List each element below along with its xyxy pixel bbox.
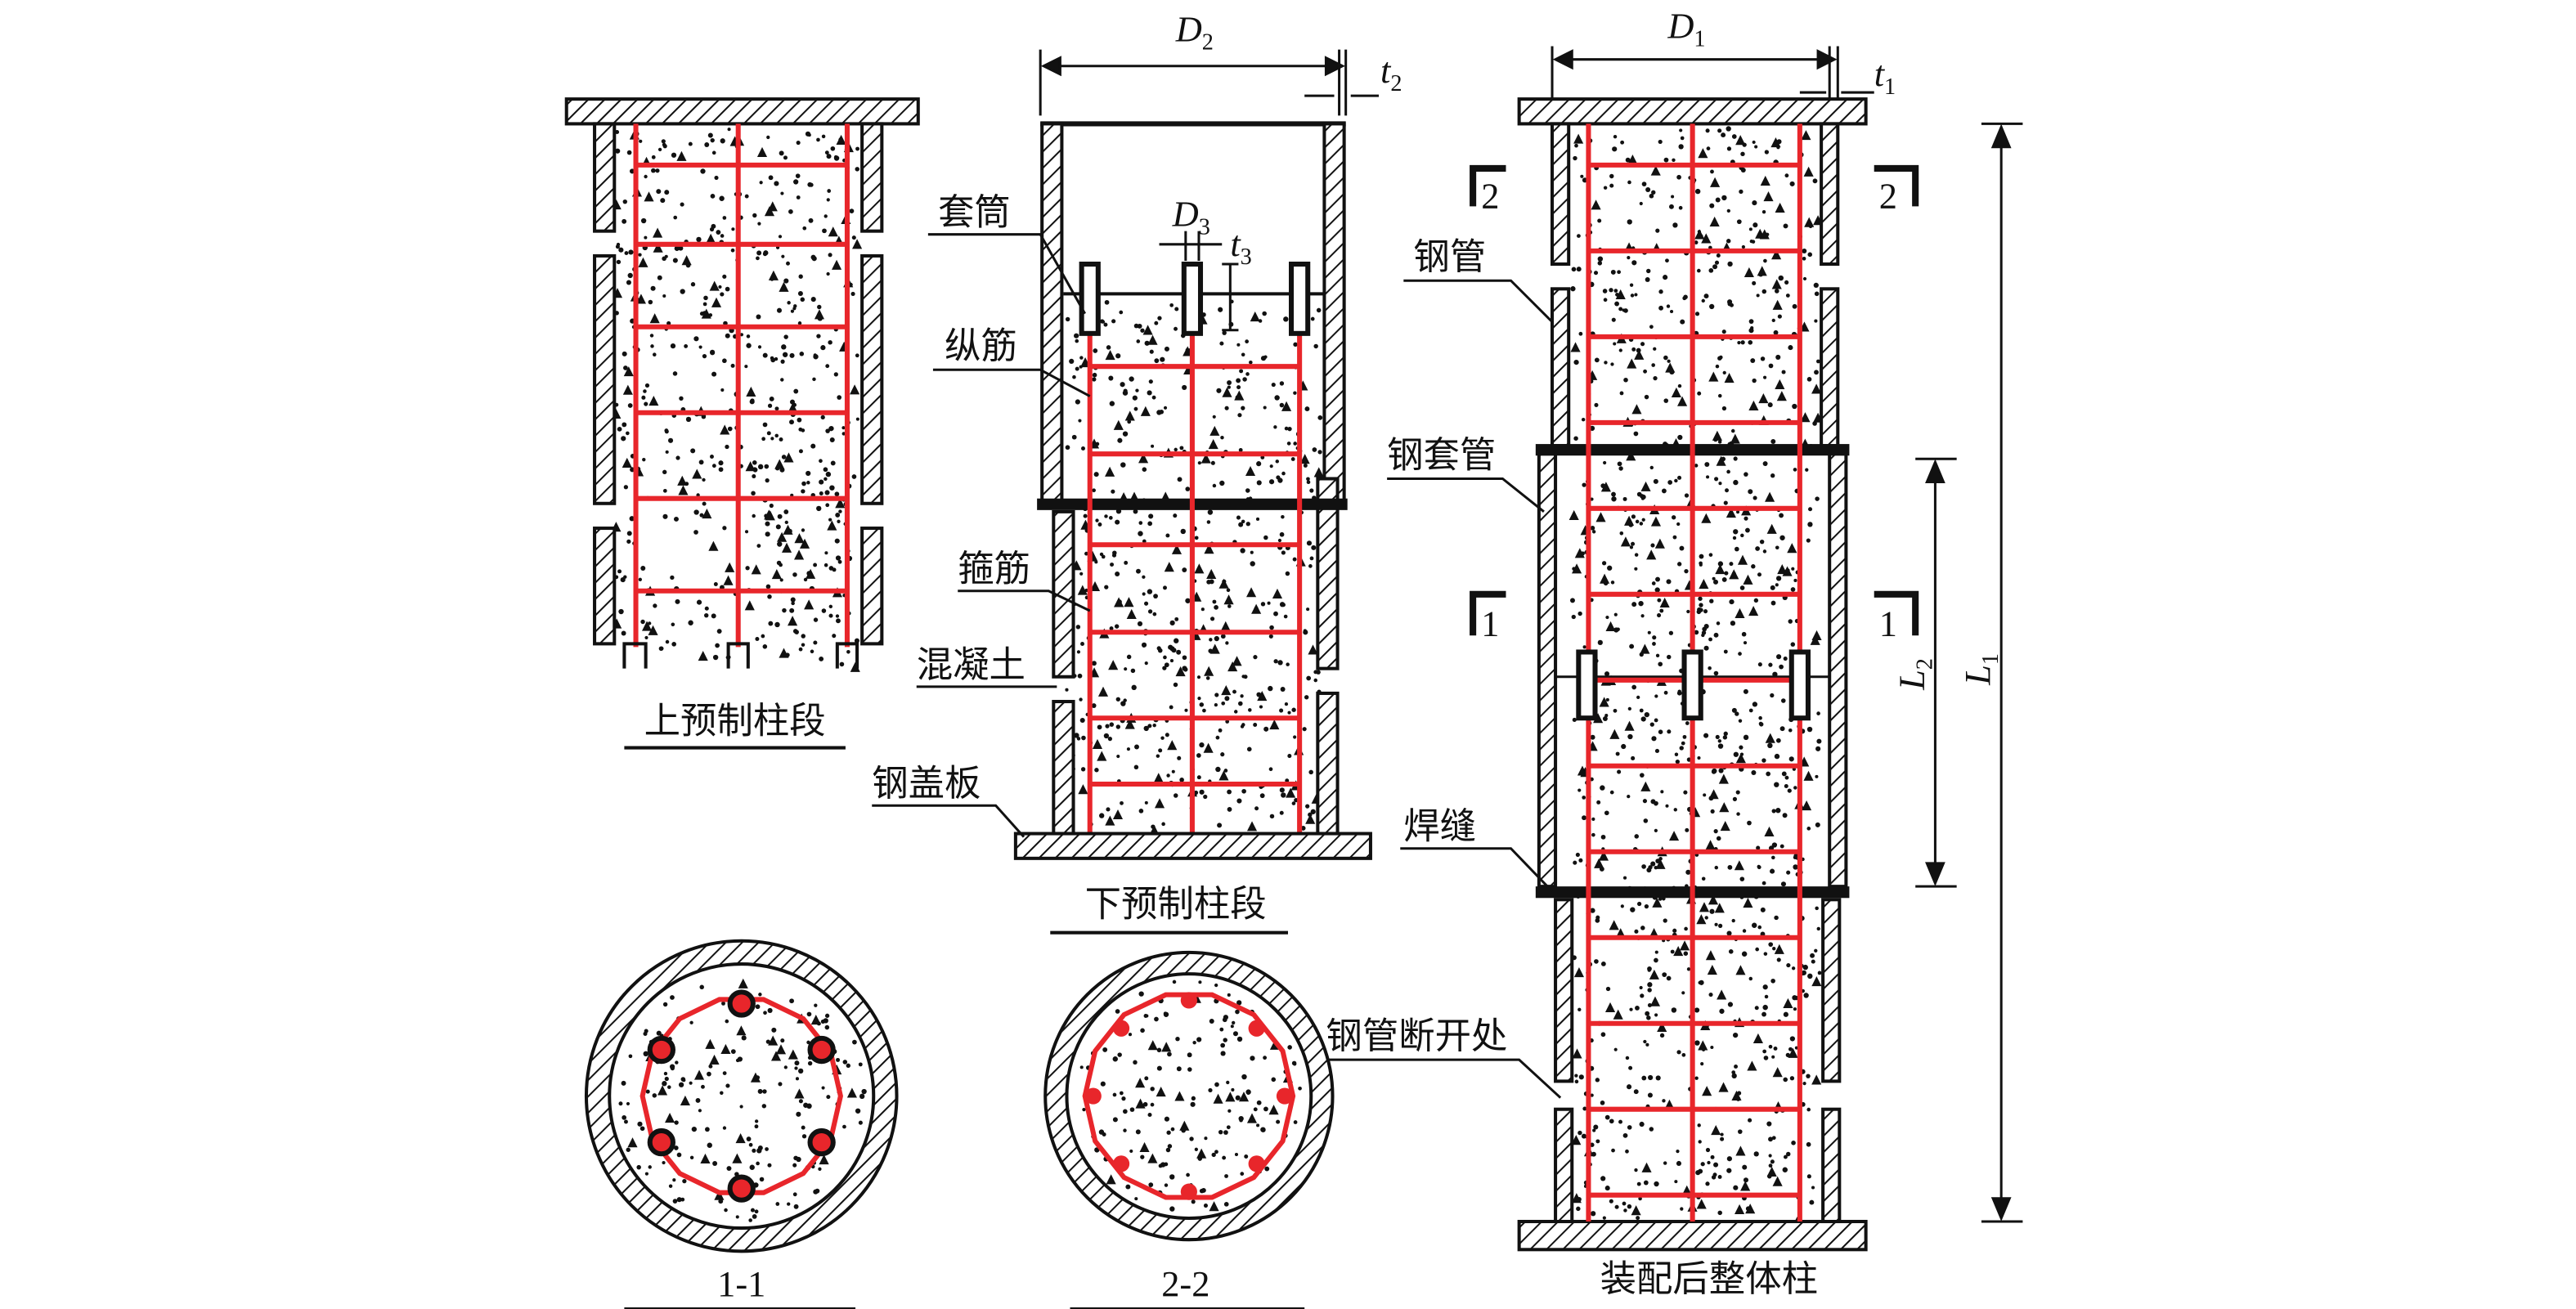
section-1-1: 1-1 [584,939,899,1309]
bottom-cover-plate [1517,1219,1868,1252]
steel-cover-plate [1013,832,1372,860]
dim-L1-label: L1 [1957,653,2004,686]
section-2-2: 2-2 [1043,950,1335,1309]
rebar-sleeve-dot [727,1174,756,1203]
lower-segment-caption: 下预制柱段 [1085,883,1267,925]
grout-sleeves [1576,649,1811,721]
lower-precast-segment: D2 t2 D3 t3 套筒 纵筋 箍筋 混凝土 钢盖板 下预制柱段 [872,8,1402,935]
dimension-D1 [1551,46,1874,100]
dimension-D2 [1039,49,1380,116]
section-mark-1-right: 1 [1879,603,1897,643]
rebar-sleeve-dot [647,1127,675,1157]
rebar-dot [1276,1087,1294,1105]
concrete-aggregate [611,128,863,672]
label-steel-cover-plate: 钢盖板 [872,763,981,805]
label-weld: 焊缝 [1403,806,1476,848]
top-cover-plate [564,97,920,126]
steel-tube-walls [593,122,884,646]
section-mark-2-left: 2 [1481,175,1499,216]
dim-t1-label: t1 [1874,53,1896,100]
rebar-sleeve-dot [807,1127,836,1157]
assembled-column-caption: 装配后整体柱 [1600,1258,1818,1300]
dim-L2-label: L2 [1891,658,1937,691]
rebar-sleeve-dot [807,1035,836,1065]
label-tube-break: 钢管断开处 [1326,1015,1507,1057]
rebar-cage [1087,326,1303,834]
rebar-sleeve-dot [647,1035,675,1065]
steel-tube-walls [1537,122,1848,1224]
label-steel-sleeve-tube: 钢套管 [1387,434,1496,476]
section-1-1-caption: 1-1 [717,1263,765,1304]
dim-t2-label: t2 [1380,50,1402,96]
label-stirrup: 箍筋 [958,549,1030,590]
dim-t3-label: t3 [1230,223,1251,270]
assembled-column: D1 t1 L1 L2 2 2 1 1 钢管 钢套管 焊缝 钢管断开处 装配后整… [1321,5,2023,1300]
rebar-dot [1248,1020,1265,1037]
rebar-cage [633,123,850,648]
label-sleeve: 套筒 [938,192,1011,234]
dim-D3-label: D3 [1172,194,1210,240]
rebar-dot [1112,1020,1130,1037]
leader-lines [1321,279,1562,1099]
leader-lines [872,233,1091,838]
upper-segment-caption: 上预制柱段 [644,700,826,742]
label-steel-tube: 钢管 [1413,236,1486,278]
rebar-dot [1180,992,1197,1009]
protruding-bars [622,642,859,669]
rebar-dot [1112,1155,1130,1172]
section-mark-2-right: 2 [1879,175,1897,216]
dimension-L1-L2 [1915,122,2023,1223]
section-mark-lines [1470,164,1919,636]
rebar-sleeve-dot [727,989,756,1018]
dim-D1-label: D1 [1667,5,1705,52]
rebar-dot [1248,1155,1265,1172]
grout-sleeves [1079,261,1311,336]
dimension-D3-t3 [1159,231,1239,332]
section-mark-1-left: 1 [1481,603,1499,643]
top-cover-plate [1517,97,1868,126]
rebar-dot [1084,1087,1102,1105]
section-2-2-caption: 2-2 [1161,1263,1209,1304]
rebar-with-sleeves [647,989,836,1203]
dim-D2-label: D2 [1175,8,1214,55]
upper-precast-segment: 上预制柱段 [564,97,920,750]
label-concrete: 混凝土 [917,644,1025,686]
rebar-points [1084,992,1294,1200]
rebar-dot [1180,1183,1197,1200]
label-longitudinal-bar: 纵筋 [945,325,1017,367]
